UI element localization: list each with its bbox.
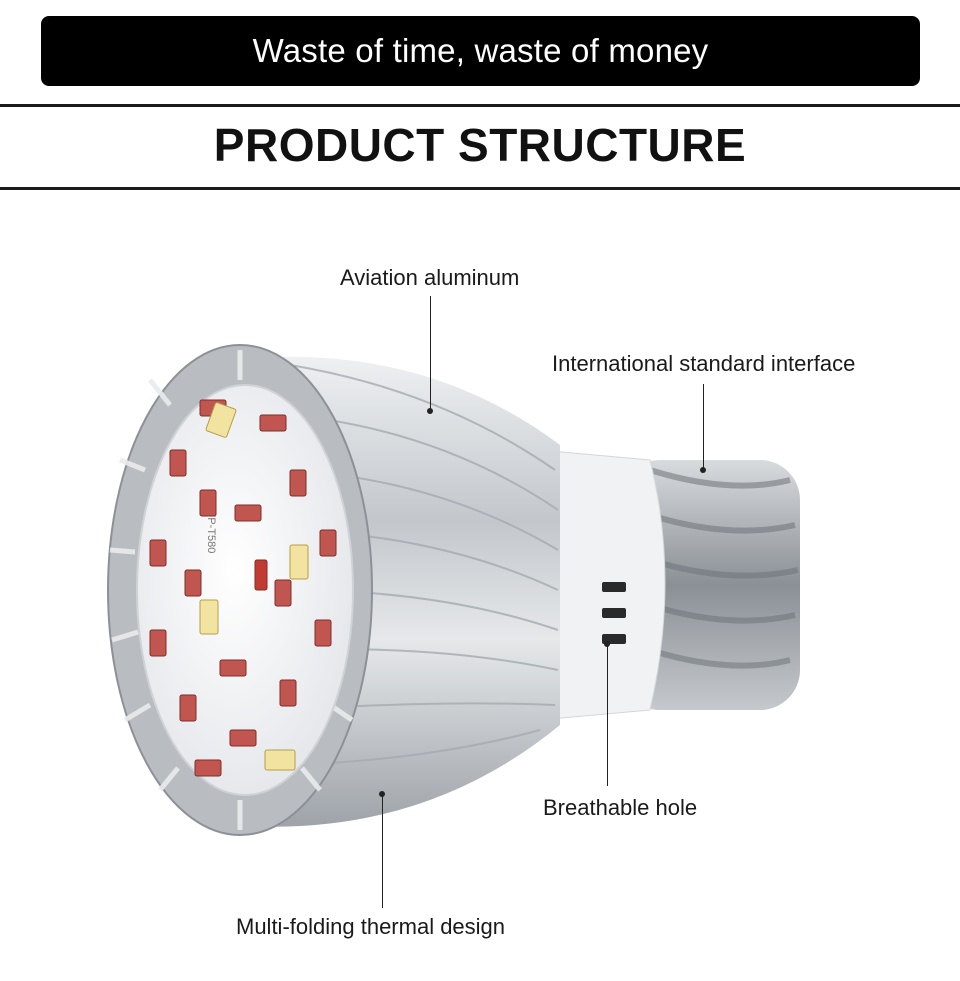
center-component (254, 559, 268, 591)
callout-breathable-hole: Breathable hole (543, 795, 698, 820)
callout-aviation-aluminum: Aviation aluminum (340, 265, 520, 290)
leader-aviation-aluminum (430, 296, 431, 410)
leader-thermal-design (382, 796, 383, 908)
divider-top (0, 104, 960, 107)
pointer-dot-aviation-aluminum (427, 408, 433, 414)
board-marking: YP-T580 (205, 510, 217, 553)
header-banner: Waste of time, waste of money (41, 16, 920, 86)
pointer-dot-standard-interface (700, 467, 706, 473)
vent-slot (602, 582, 626, 592)
led-board: YP-T580 (136, 384, 354, 796)
callout-standard-interface: International standard interface (552, 351, 856, 376)
banner-text: Waste of time, waste of money (252, 32, 709, 69)
leader-breathable-hole (607, 646, 608, 786)
divider-bottom (0, 187, 960, 190)
callout-thermal-design: Multi-folding thermal design (236, 914, 506, 939)
pointer-dot-thermal-design (379, 791, 385, 797)
vent-slot (602, 608, 626, 618)
section-title: PRODUCT STRUCTURE (213, 119, 747, 171)
screw-base (620, 460, 800, 710)
pointer-dot-breathable-hole (604, 641, 610, 647)
led-bulb-image: YP-T580 (107, 344, 800, 836)
leader-standard-interface (703, 384, 704, 470)
